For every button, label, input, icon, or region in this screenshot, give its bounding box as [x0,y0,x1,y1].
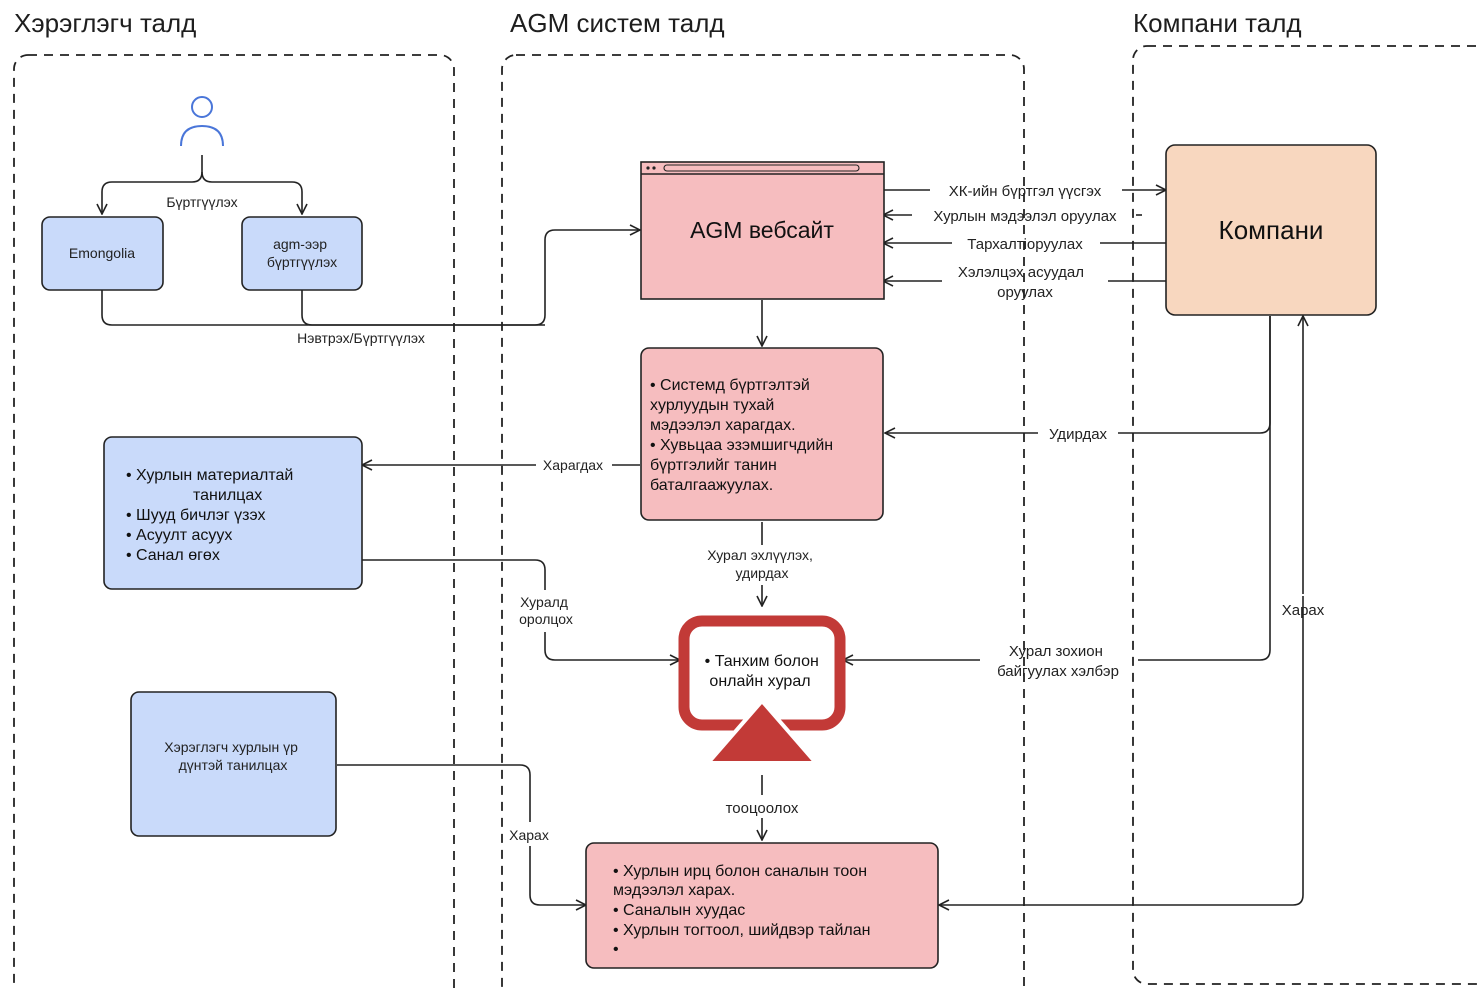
system-info-list: • Системд бүртгэлтэй хурлуудын тухай мэд… [650,377,838,494]
edge-label-view-shown: Харагдах [543,457,603,473]
edge-label-login-register: Нэвтрэх/Бүртгүүлэх [297,330,425,346]
edge-label-enter-dividend: Тархалтіоруулах [967,236,1083,253]
results-box [585,842,939,969]
zone-title-user: Хэрэглэгч талд [14,8,196,38]
edge-label-enter-meeting-info: Хурлын мэдээлэл оруулах [933,208,1117,225]
edge-label-enter-agenda: Хэлэлцэх асуудал оруулах [958,264,1088,301]
user-actions-box [103,436,363,590]
agm-website-label: AGM вебсайт [690,217,834,243]
agm-register-label: agm-ээр бүртгүүлэх [267,236,337,270]
user-results-label: Хэрэглэгч хурлын үр дүнтэй танилцах [164,739,302,773]
edge-label-meeting-format: Хурал зохион байгуулах хэлбэр [997,643,1119,680]
edge-label-create-registry: ХК-ийн бүртгэл үүсгэх [949,183,1102,200]
edge-label-register: Бүртгүүлэх [166,194,237,210]
edge-label-start-manage: Хурал эхлүүлэх, удирдах [707,547,817,581]
user-results-box [130,691,337,837]
zone-title-system: AGM систем талд [510,8,725,38]
agm-register-box [241,216,363,291]
zone-company [1132,45,1483,985]
zone-title-company: Компани талд [1133,8,1302,38]
edge-label-manage: Удирдах [1049,426,1108,443]
company-label: Компани [1219,215,1324,245]
presentation-screen-icon [678,615,846,765]
emongolia-label: Emongolia [69,245,135,261]
zone-system [501,54,1025,988]
edge-label-view-company: Харах [1282,602,1325,619]
edge-label-calculate: тооцоолох [726,800,799,817]
company-box [1165,144,1377,316]
connectors [102,155,1303,905]
user-icon [180,96,224,147]
zone-user [13,54,455,988]
agm-website-node [640,161,885,300]
emongolia-box [41,216,164,291]
results-list: • Хурлын ирц болон саналын тоон мэдээлэл… [613,863,875,958]
meeting-label: • Танхим болон онлайн хурал [705,653,824,690]
user-actions-list: • Хурлын материалтай танилцах • Шууд бич… [126,467,298,564]
system-info-box [640,347,884,521]
browser-window-icon [646,164,860,172]
edge-label-view-user: Харах [509,827,549,843]
edge-label-participate: Хуралд оролцох [519,594,573,627]
